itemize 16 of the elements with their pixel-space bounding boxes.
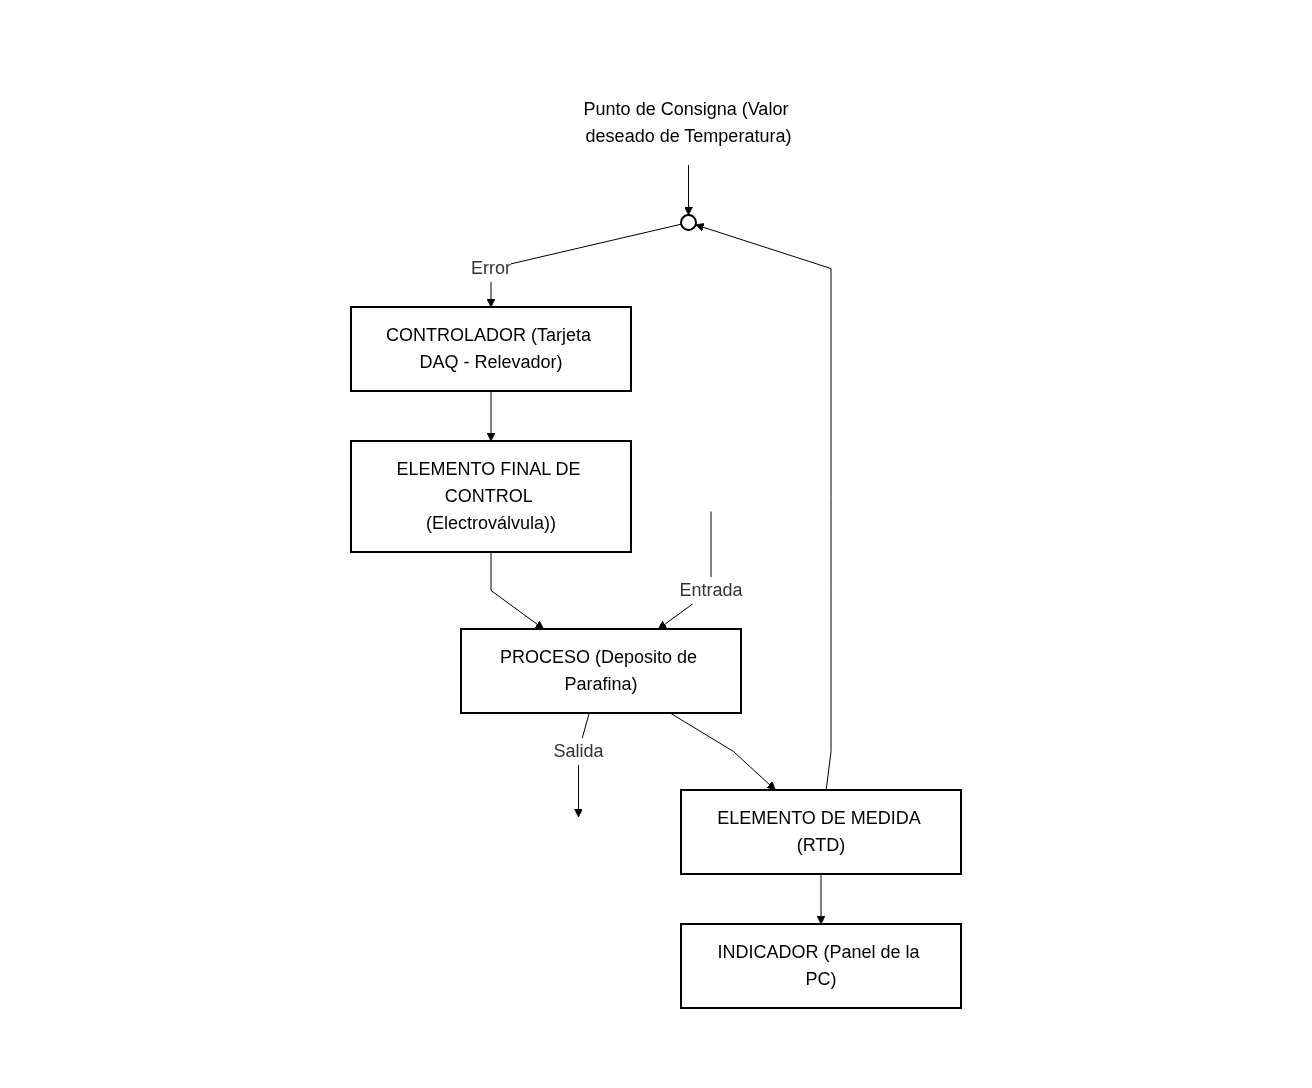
edge-label: Entrada (679, 579, 743, 600)
arrow (486, 390, 496, 441)
arrow (684, 164, 693, 215)
arrow (669, 712, 776, 790)
node-box: ELEMENTO FINAL DE CONTROL (Electroválvula)) (350, 439, 632, 553)
arrow (695, 222, 832, 790)
arrow (490, 551, 544, 629)
node-box: CONTROLADOR (Tarjeta DAQ - Relevador) (350, 305, 632, 392)
edge-label: Salida (553, 740, 604, 761)
node-box: PROCESO (Deposito de Parafina) (460, 627, 742, 714)
node-circle (680, 213, 697, 231)
edge-label: Error (471, 257, 511, 278)
node-text: Punto de Consigna (Valor deseado de Temperatura) (583, 98, 792, 146)
node-box: ELEMENTO DE MEDIDA (RTD) (680, 788, 962, 875)
node-box: INDICADOR (Panel de la PC) (680, 922, 962, 1009)
arrow (816, 873, 826, 924)
